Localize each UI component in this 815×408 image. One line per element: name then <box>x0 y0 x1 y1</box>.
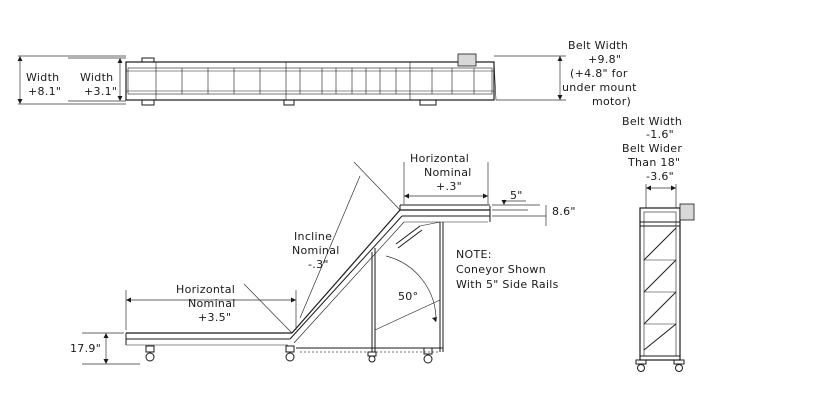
width-inner-value: +3.1" <box>84 85 117 98</box>
side-view-casters <box>145 345 433 364</box>
end-view-note-line-3: Belt Wider <box>622 142 682 155</box>
note-title: NOTE: <box>456 248 492 261</box>
belt-width-note-line-1: Belt Width <box>568 39 628 52</box>
discharge-dim: 8.6" <box>552 205 576 218</box>
top-view-supports <box>155 62 475 100</box>
belt-width-note-line-2: +9.8" <box>588 53 621 66</box>
top-view: Width +8.1" Width +3.1" Belt Width +9.8"… <box>17 39 637 108</box>
belt-width-note-line-4: under mount <box>562 81 637 94</box>
width-outer-value: +8.1" <box>28 85 61 98</box>
end-view-motor <box>679 203 695 221</box>
side-view: Horizontal Nominal +.3" 5" 8.6" Incline … <box>70 152 576 365</box>
horizontal-top-value: +.3" <box>436 180 462 193</box>
incline-label-1: Incline <box>294 230 332 243</box>
note-line-1: Coneyor Shown <box>456 263 546 276</box>
horizontal-top-label-1: Horizontal <box>410 152 469 165</box>
width-outer-label: Width <box>26 71 59 84</box>
end-view-note-line-2: -1.6" <box>646 128 674 141</box>
end-view-note-line-4: Than 18" <box>627 156 680 169</box>
horizontal-top-label-2: Nominal <box>424 166 472 179</box>
incline-angle: 50° <box>398 290 418 303</box>
incline-value: -.3" <box>308 258 329 271</box>
note-line-2: With 5" Side Rails <box>456 278 559 291</box>
end-view-note-line-1: Belt Width <box>622 115 682 128</box>
side-rail-dim: 5" <box>510 189 523 202</box>
belt-width-note-line-5: motor) <box>592 95 631 108</box>
horizontal-bottom-label-2: Nominal <box>188 297 236 310</box>
end-view-note-line-5: -3.6" <box>646 170 674 183</box>
end-view-bracing <box>643 227 677 351</box>
infeed-height-dim: 17.9" <box>70 342 101 355</box>
belt-width-note-line-3: (+4.8" for <box>570 67 628 80</box>
horizontal-bottom-value: +3.5" <box>198 311 231 324</box>
width-inner-label: Width <box>80 71 113 84</box>
drive-motor <box>457 53 477 67</box>
end-view-caster-left <box>637 364 645 372</box>
end-view: Belt Width -1.6" Belt Wider Than 18" -3.… <box>622 115 695 372</box>
incline-label-2: Nominal <box>292 244 340 257</box>
end-view-caster-right <box>675 364 683 372</box>
horizontal-bottom-label-1: Horizontal <box>176 283 235 296</box>
